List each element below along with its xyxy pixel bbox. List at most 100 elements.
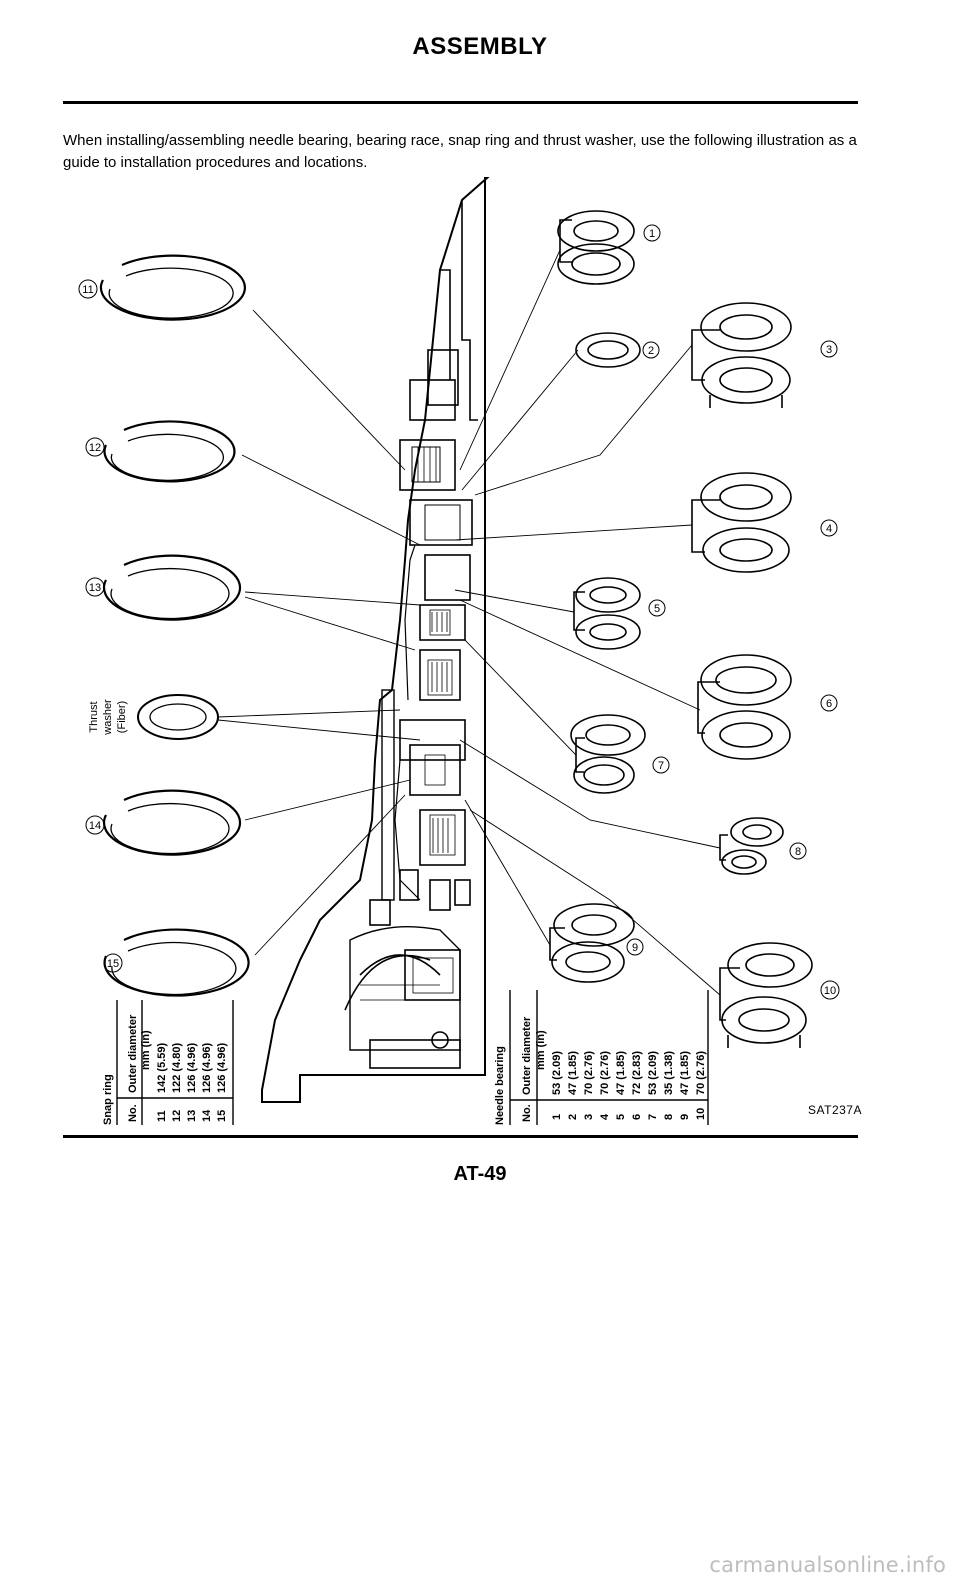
bearing-2 [575, 332, 641, 368]
svg-text:Outer diameter: Outer diameter [521, 1016, 533, 1095]
page-title: ASSEMBLY [412, 33, 548, 60]
svg-text:washer: washer [102, 699, 114, 736]
callout-7: 7 [652, 756, 670, 774]
svg-text:3: 3 [826, 344, 832, 356]
svg-text:5: 5 [615, 1114, 627, 1120]
bearing-1 [557, 210, 635, 285]
snap-ring-11 [99, 254, 247, 321]
svg-text:70 (2.76): 70 (2.76) [599, 1051, 611, 1095]
bearing-9 [549, 903, 635, 983]
svg-text:11: 11 [156, 1110, 168, 1122]
svg-text:11: 11 [82, 284, 93, 296]
leader-lines [217, 249, 721, 996]
svg-text:70 (2.76): 70 (2.76) [695, 1051, 707, 1095]
callout-9: 9 [626, 938, 644, 956]
site-watermark[interactable]: carmanualsonline.info [709, 1553, 946, 1577]
snap-ring-12 [103, 420, 236, 483]
svg-text:1: 1 [551, 1114, 563, 1120]
snap-ring-15 [103, 928, 250, 997]
svg-text:122 (4.80): 122 (4.80) [171, 1043, 183, 1093]
svg-text:2: 2 [648, 345, 654, 357]
svg-text:13: 13 [186, 1110, 198, 1122]
figure-code: SAT237A [808, 1103, 862, 1117]
svg-text:15: 15 [216, 1110, 228, 1122]
svg-text:142 (5.59): 142 (5.59) [156, 1043, 168, 1093]
svg-text:72 (2.83): 72 (2.83) [631, 1051, 643, 1095]
transmission-cross-section [261, 177, 490, 1103]
thrust-washer-label: Thrust washer (Fiber) [88, 699, 128, 736]
svg-text:126 (4.96): 126 (4.96) [216, 1043, 228, 1093]
svg-text:126 (4.96): 126 (4.96) [201, 1043, 213, 1093]
svg-text:6: 6 [631, 1114, 643, 1120]
svg-text:126 (4.96): 126 (4.96) [186, 1043, 198, 1093]
snap-ring-13 [102, 554, 242, 621]
intro-text: When installing/assembling needle bearin… [63, 132, 857, 171]
thrust-washer-fiber [137, 694, 219, 740]
callout-5: 5 [648, 599, 666, 617]
callout-10: 10 [820, 980, 840, 1000]
bearing-installation-diagram: 1 2 3 4 5 6 7 8 9 10 11 12 13 14 15 Thru… [78, 177, 840, 1125]
callout-1: 1 [643, 224, 661, 242]
bearing-10 [719, 942, 813, 1048]
callout-8: 8 [789, 842, 807, 860]
svg-text:70 (2.76): 70 (2.76) [583, 1051, 595, 1095]
svg-text:Thrust: Thrust [88, 701, 100, 732]
svg-text:4: 4 [599, 1113, 611, 1120]
svg-text:47 (1.85): 47 (1.85) [615, 1051, 627, 1095]
svg-text:7: 7 [658, 760, 664, 772]
svg-text:14: 14 [201, 1109, 213, 1122]
bearing-3 [691, 302, 792, 408]
callout-4: 4 [820, 519, 838, 537]
svg-text:7: 7 [647, 1114, 659, 1120]
svg-text:No.: No. [521, 1104, 533, 1122]
page-number: AT-49 [453, 1163, 507, 1185]
svg-text:53 (2.09): 53 (2.09) [551, 1051, 563, 1095]
bearing-8 [719, 817, 784, 875]
svg-text:2: 2 [567, 1114, 579, 1120]
svg-text:(Fiber): (Fiber) [116, 701, 128, 733]
callout-2: 2 [642, 341, 660, 359]
svg-text:5: 5 [654, 603, 660, 615]
bottom-rule [63, 1135, 858, 1138]
svg-text:3: 3 [583, 1114, 595, 1120]
bearing-4 [691, 472, 792, 573]
callout-6: 6 [820, 694, 838, 712]
svg-text:10: 10 [824, 985, 836, 997]
svg-text:12: 12 [171, 1110, 183, 1122]
svg-text:47 (1.85): 47 (1.85) [679, 1051, 691, 1095]
callout-15: 15 [103, 953, 123, 973]
svg-text:6: 6 [826, 698, 832, 710]
svg-text:10: 10 [695, 1108, 707, 1120]
svg-text:12: 12 [89, 442, 101, 454]
snap-ring-table: Snap ring No. Outer diameter mm (in) 11 … [102, 1000, 234, 1125]
top-rule [63, 101, 858, 104]
snap-ring-14 [102, 789, 242, 856]
svg-text:35 (1.38): 35 (1.38) [663, 1051, 675, 1095]
svg-text:8: 8 [795, 846, 801, 858]
svg-text:9: 9 [632, 942, 638, 954]
callout-12: 12 [85, 437, 105, 457]
bearing-7 [570, 714, 646, 794]
bearing-6 [697, 654, 792, 760]
svg-text:Snap ring: Snap ring [102, 1074, 114, 1125]
svg-text:47 (1.85): 47 (1.85) [567, 1051, 579, 1095]
svg-text:8: 8 [663, 1114, 675, 1120]
callout-11: 11 [78, 279, 98, 299]
svg-text:13: 13 [89, 582, 101, 594]
svg-text:4: 4 [826, 523, 832, 535]
callout-13: 13 [85, 577, 105, 597]
svg-text:mm (in): mm (in) [140, 1030, 152, 1070]
callout-3: 3 [820, 340, 838, 358]
needle-bearing-table: Needle bearing No. Outer diameter mm (in… [494, 990, 709, 1125]
svg-text:9: 9 [679, 1114, 691, 1120]
svg-text:Outer diameter: Outer diameter [127, 1014, 139, 1093]
svg-text:No.: No. [127, 1104, 139, 1122]
svg-text:mm (in): mm (in) [535, 1030, 547, 1070]
svg-text:14: 14 [89, 820, 101, 832]
svg-text:Needle bearing: Needle bearing [494, 1046, 506, 1125]
bearing-5 [573, 577, 641, 650]
svg-text:1: 1 [649, 228, 655, 240]
callout-14: 14 [85, 815, 105, 835]
svg-text:15: 15 [107, 958, 119, 970]
svg-text:53 (2.09): 53 (2.09) [647, 1051, 659, 1095]
